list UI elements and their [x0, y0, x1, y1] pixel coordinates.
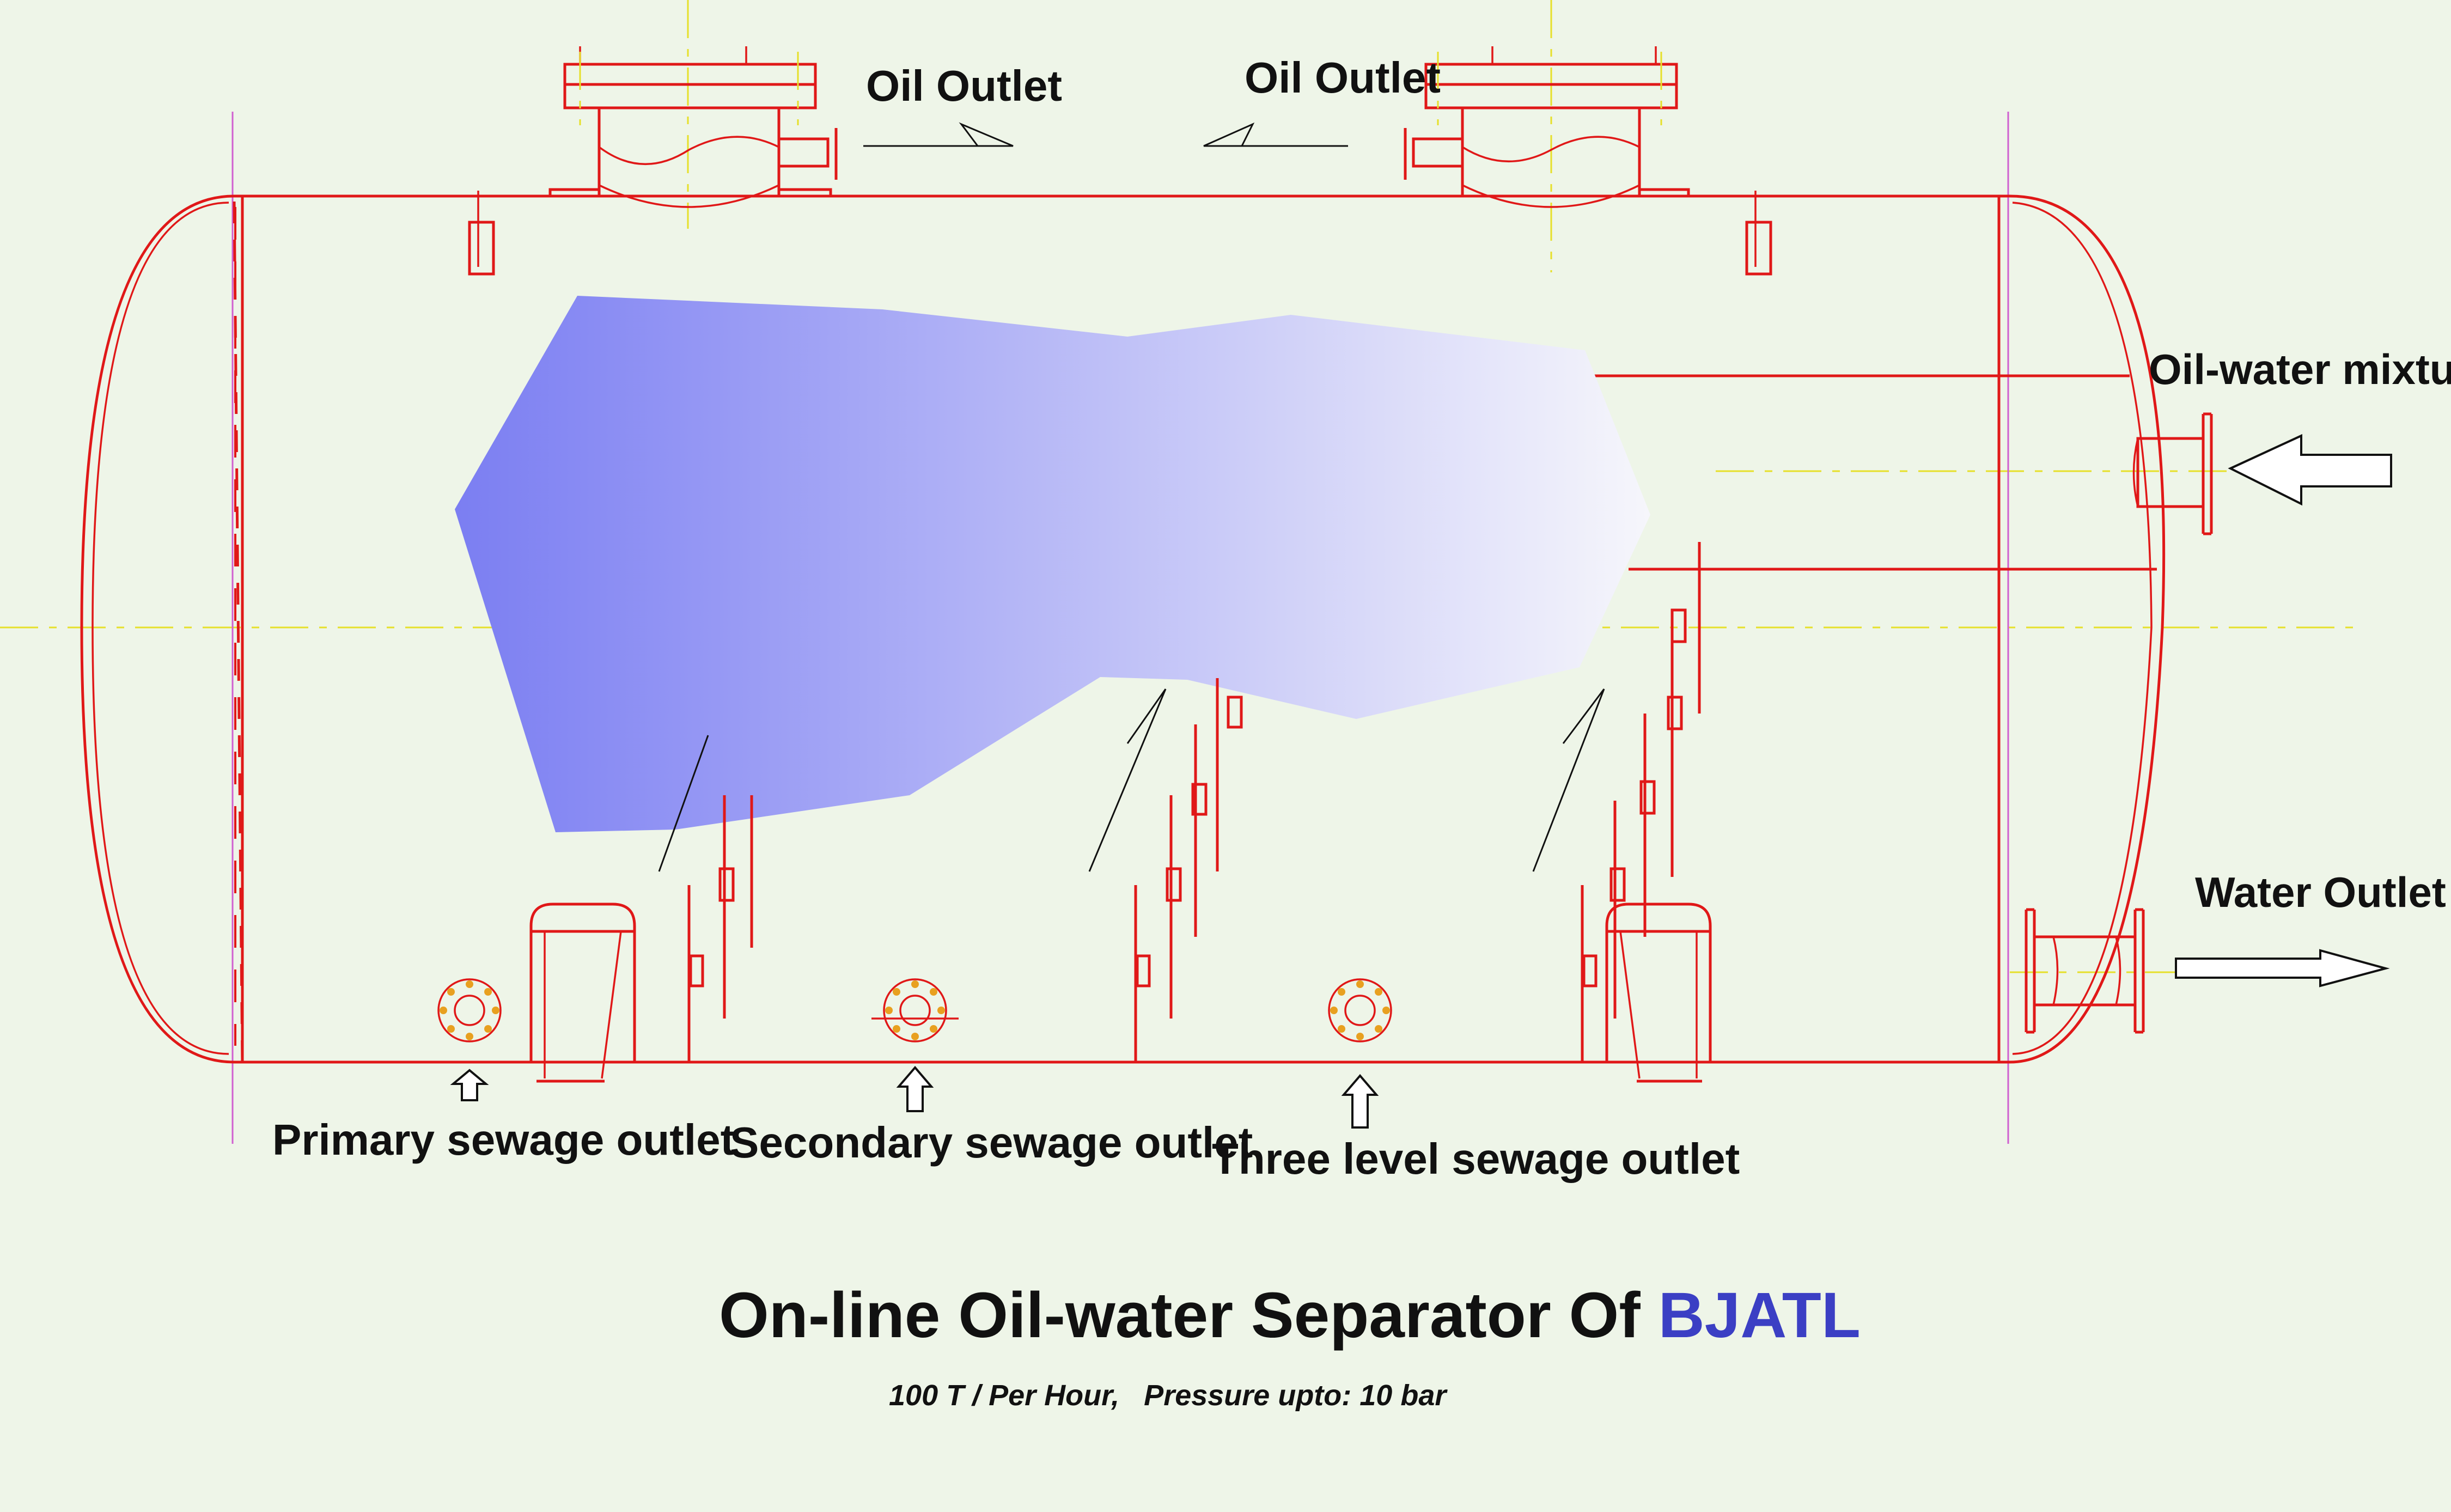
oil-outlet-nozzle-left: [548, 46, 838, 208]
vessel-shell: [80, 194, 2166, 1065]
oil-outlet-flow-arrows: [863, 122, 1348, 147]
oil-water-mixture-label: Oil-water mixture: [2149, 345, 2451, 393]
water-outlet-nozzle: [2025, 908, 2145, 1034]
primary-sewage-flange: [437, 978, 502, 1042]
inlet-arrow-icon: [2228, 434, 2392, 506]
oil-water-mixture-region: [455, 296, 1650, 832]
primary-outlet-arrow-icon: [450, 1069, 489, 1101]
inlet-distributor: [1585, 374, 2157, 571]
baffle-plates: [687, 542, 1701, 1062]
secondary-outlet-arrow-icon: [896, 1065, 934, 1112]
three-level-outlet-arrow-icon: [1341, 1074, 1379, 1129]
inlet-nozzle: [2132, 412, 2213, 535]
title-brand: BJATL: [1658, 1279, 1860, 1351]
title-main: On-line Oil-water Separator Of: [719, 1279, 1658, 1351]
reference-lines: [231, 112, 2009, 1144]
three-level-sewage-outlet-label: Three level sewage outlet: [1212, 1135, 1740, 1183]
secondary-sewage-outlet-label: Secondary sewage outlet: [730, 1118, 1253, 1167]
secondary-sewage-flange: [871, 978, 959, 1042]
page-title: On-line Oil-water Separator Of BJATL: [719, 1279, 1861, 1351]
primary-sewage-outlet-label: Primary sewage outlet: [272, 1115, 735, 1164]
oil-outlet-nozzle-right: [1404, 46, 1690, 208]
oil-outlet-label-left: Oil Outlet: [866, 62, 1062, 110]
water-outlet-arrow-icon: [2175, 949, 2390, 987]
three-level-sewage-flange: [1328, 978, 1392, 1042]
weir-box-left: [529, 903, 636, 1083]
deflector-lines: [658, 688, 1605, 872]
water-outlet-label: Water Outlet: [2195, 868, 2446, 916]
weir-box-right: [1605, 903, 1712, 1083]
oil-outlet-label-right: Oil Outlet: [1245, 53, 1441, 102]
page-subtitle: 100 T / Per Hour, Pressure upto: 10 bar: [889, 1379, 1448, 1412]
vent-lugs: [468, 191, 1772, 276]
